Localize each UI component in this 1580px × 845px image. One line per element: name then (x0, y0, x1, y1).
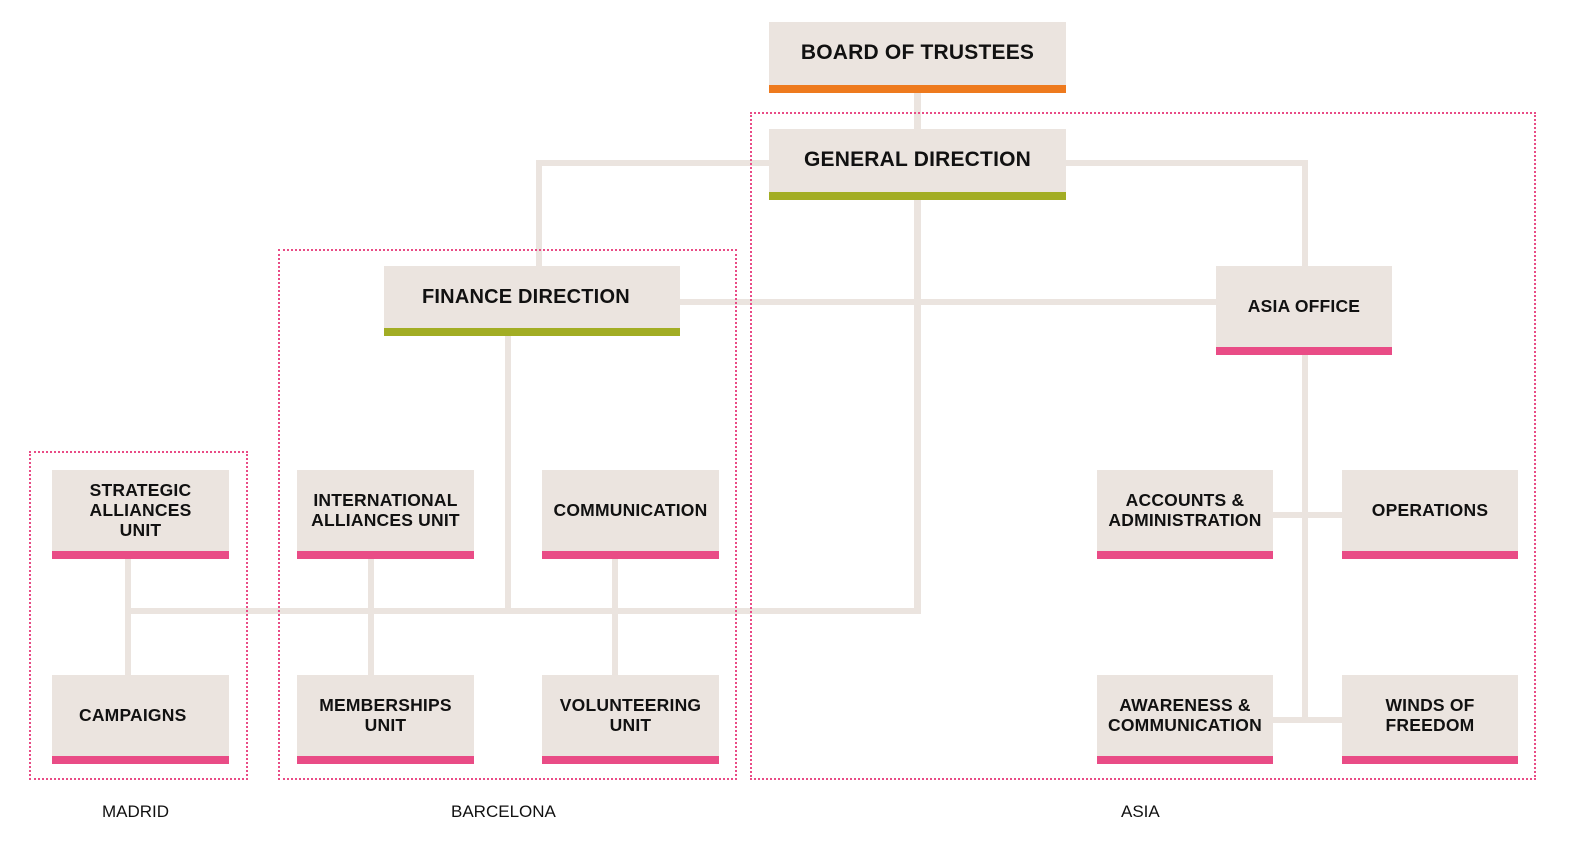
connector-asia-top-horizontal (1272, 512, 1342, 518)
node-accounts-administration[interactable]: ACCOUNTS & ADMINISTRATION (1097, 470, 1273, 559)
accent-bar (1097, 756, 1273, 764)
connector-asia-bottom-horizontal (1272, 717, 1342, 723)
connector-general-down (914, 200, 921, 614)
node-international-alliances-unit[interactable]: INTERNATIONAL ALLIANCES UNIT (297, 470, 474, 559)
node-board-of-trustees[interactable]: BOARD OF TRUSTEES (769, 22, 1066, 93)
node-operations[interactable]: OPERATIONS (1342, 470, 1518, 559)
node-label: OPERATIONS (1371, 499, 1489, 520)
node-label: BOARD OF TRUSTEES (800, 41, 1035, 65)
accent-bar (1342, 756, 1518, 764)
accent-bar (542, 756, 719, 764)
node-volunteering-unit[interactable]: VOLUNTEERING UNIT (542, 675, 719, 764)
node-label: VOLUNTEERING UNIT (559, 694, 702, 735)
node-general-direction[interactable]: GENERAL DIRECTION (769, 129, 1066, 200)
accent-bar (52, 756, 229, 764)
connector-communication-vertical (612, 559, 618, 675)
connector-to-asia-office (1302, 160, 1308, 266)
accent-bar (1097, 551, 1273, 559)
node-label: COMMUNICATION (553, 499, 708, 520)
region-label-asia: ASIA (1121, 802, 1160, 821)
node-memberships-unit[interactable]: MEMBERSHIPS UNIT (297, 675, 474, 764)
accent-bar (1216, 347, 1392, 355)
node-label: FINANCE DIRECTION (422, 285, 630, 308)
connector-international-vertical (368, 559, 374, 675)
accent-bar (769, 85, 1066, 93)
node-label: INTERNATIONAL ALLIANCES UNIT (311, 489, 460, 530)
accent-bar (384, 328, 680, 336)
accent-bar (542, 551, 719, 559)
connector-board-general (914, 93, 921, 129)
connector-asia-vertical (1302, 355, 1308, 723)
region-label-barcelona: BARCELONA (451, 802, 556, 821)
node-label: ACCOUNTS & ADMINISTRATION (1108, 489, 1262, 530)
region-madrid (29, 451, 248, 780)
node-label: ASIA OFFICE (1247, 295, 1361, 316)
node-campaigns[interactable]: CAMPAIGNS (52, 675, 229, 764)
node-communication[interactable]: COMMUNICATION (542, 470, 719, 559)
region-label-madrid: MADRID (102, 802, 170, 821)
connector-madrid-vertical (125, 559, 131, 675)
connector-bottom-horizontal (125, 608, 921, 614)
node-awareness-communication[interactable]: AWARENESS & COMMUNICATION (1097, 675, 1273, 764)
accent-bar (52, 551, 229, 559)
accent-bar (297, 551, 474, 559)
node-label: MEMBERSHIPS UNIT (319, 694, 452, 735)
connector-to-finance (536, 160, 542, 266)
node-label: STRATEGIC ALLIANCES UNIT (89, 479, 192, 540)
node-finance-direction[interactable]: FINANCE DIRECTION (384, 266, 680, 336)
node-strategic-alliances-unit[interactable]: STRATEGIC ALLIANCES UNIT (52, 470, 229, 559)
accent-bar (769, 192, 1066, 200)
node-winds-of-freedom[interactable]: WINDS OF FREEDOM (1342, 675, 1518, 764)
region-barcelona (278, 249, 737, 780)
node-label: AWARENESS & COMMUNICATION (1108, 694, 1262, 735)
node-label: CAMPAIGNS (79, 704, 187, 725)
connector-finance-asia (680, 299, 1216, 305)
connector-finance-down (505, 336, 511, 614)
node-label: WINDS OF FREEDOM (1385, 694, 1475, 735)
region-asia (750, 112, 1536, 780)
node-label: GENERAL DIRECTION (803, 148, 1032, 172)
accent-bar (1342, 551, 1518, 559)
accent-bar (297, 756, 474, 764)
node-asia-office[interactable]: ASIA OFFICE (1216, 266, 1392, 355)
